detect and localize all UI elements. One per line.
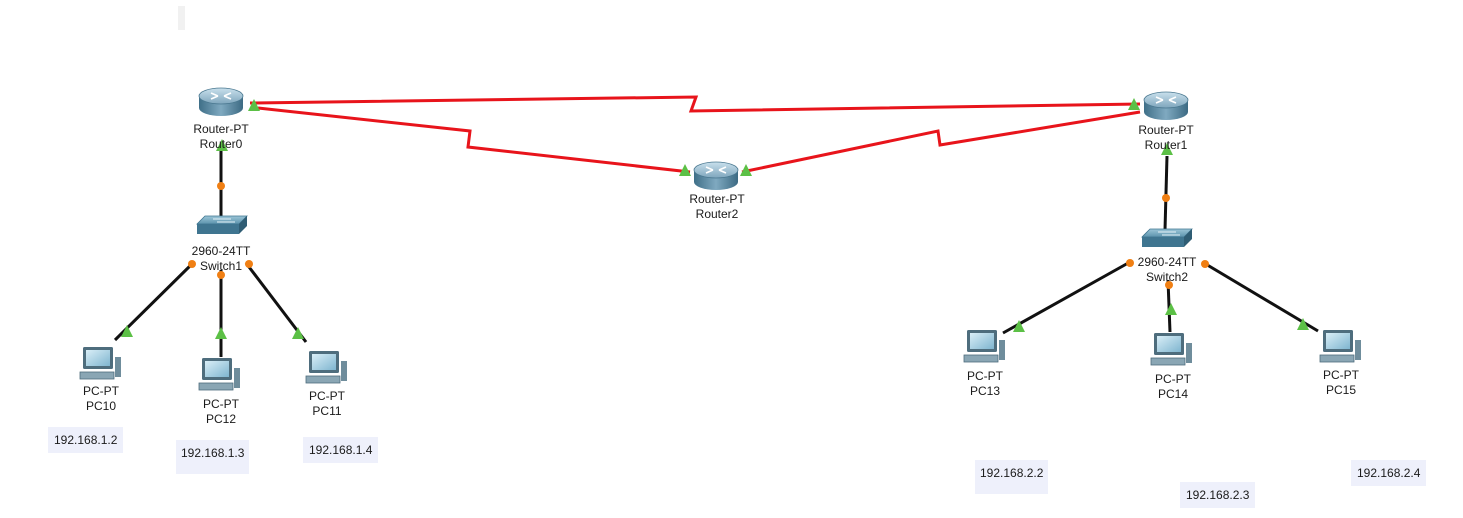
switch1[interactable] — [196, 215, 248, 234]
router-icon — [693, 161, 739, 190]
pc14-label[interactable]: PC-PT PC14 — [1155, 372, 1191, 402]
port-orange-indicator — [1126, 259, 1134, 267]
device-name: PC10 — [85, 399, 117, 413]
note-pc12-ip[interactable]: 192.168.1.3 — [176, 440, 250, 474]
pc13-label[interactable]: PC-PT PC13 — [967, 369, 1003, 399]
port-up-indicator — [740, 164, 752, 176]
router1[interactable] — [1143, 91, 1189, 120]
pc15-label[interactable]: PC-PT PC15 — [1323, 368, 1359, 398]
ethernet-links — [113, 148, 1319, 357]
note-pc11-ip[interactable]: 192.168.1.4 — [303, 437, 379, 463]
port-orange-indicator — [245, 260, 253, 268]
router-icon — [198, 87, 244, 116]
pc-icon — [1150, 333, 1192, 366]
port-up-indicator — [1297, 318, 1309, 330]
device-name: Router2 — [695, 207, 739, 221]
device-name: PC15 — [1325, 383, 1357, 397]
port-orange-indicator — [217, 271, 225, 279]
pc15[interactable] — [1319, 330, 1361, 363]
device-name: PC14 — [1157, 387, 1189, 401]
device-model: Router-PT — [1138, 123, 1194, 137]
port-up-indicator — [216, 139, 228, 151]
pc-icon — [305, 351, 347, 384]
port-orange-indicator — [217, 182, 225, 190]
note-pc15-ip[interactable]: 192.168.2.4 — [1351, 460, 1427, 486]
port-up-indicator — [215, 327, 227, 339]
device-model: PC-PT — [1155, 372, 1191, 386]
port-up-indicator — [292, 327, 304, 339]
device-model: PC-PT — [967, 369, 1003, 383]
device-model: Router-PT — [689, 192, 745, 206]
device-name: Switch2 — [1145, 270, 1189, 284]
router2[interactable] — [693, 161, 739, 190]
pc11[interactable] — [305, 351, 347, 384]
port-orange-indicator — [188, 260, 196, 268]
pc13[interactable] — [963, 330, 1005, 363]
port-up-indicator — [248, 99, 260, 111]
switch2-label[interactable]: 2960-24TT Switch2 — [1138, 255, 1197, 285]
link-router1-switch2[interactable] — [1163, 155, 1169, 231]
device-name: Router0 — [199, 137, 243, 151]
device-model: PC-PT — [83, 384, 119, 398]
note-pc14-ip[interactable]: 192.168.2.3 — [1180, 482, 1256, 508]
link-switch1-pc10[interactable] — [113, 260, 196, 342]
link-switch2-pc13[interactable] — [1002, 260, 1131, 335]
port-orange-indicator — [1162, 194, 1170, 202]
router1-label[interactable]: Router-PT Router1 — [1138, 123, 1193, 153]
pc-icon — [198, 358, 240, 391]
device-name: Router1 — [1144, 138, 1188, 152]
device-name: PC13 — [969, 384, 1001, 398]
port-orange-indicator — [1165, 281, 1173, 289]
serial-link-router0-router2[interactable] — [257, 106, 691, 174]
pc-icon — [1319, 330, 1361, 363]
canvas-caret — [178, 6, 185, 30]
port-up-indicator — [121, 325, 133, 337]
serial-links — [249, 95, 1141, 174]
port-up-indicator — [1161, 143, 1173, 155]
pc10[interactable] — [79, 347, 121, 380]
port-up-indicator — [679, 164, 691, 176]
router0-label[interactable]: Router-PT Router0 — [193, 122, 248, 152]
pc12[interactable] — [198, 358, 240, 391]
pc10-label[interactable]: PC-PT PC10 — [83, 384, 119, 414]
note-pc13-ip[interactable]: 192.168.2.2 — [975, 460, 1049, 494]
device-name: PC11 — [312, 404, 342, 418]
port-up-indicator — [1165, 303, 1177, 315]
port-orange-indicator — [1201, 260, 1209, 268]
device-model: 2960-24TT — [1137, 255, 1197, 269]
device-name: PC12 — [205, 412, 237, 426]
router2-label[interactable]: Router-PT Router2 — [689, 192, 744, 222]
serial-link-router2-router1[interactable] — [741, 110, 1141, 174]
port-up-indicator — [1013, 320, 1025, 332]
router-icon — [1143, 91, 1189, 120]
port-markers — [121, 98, 1309, 339]
pc12-label[interactable]: PC-PT PC12 — [203, 397, 239, 427]
note-pc10-ip[interactable]: 192.168.1.2 — [48, 427, 124, 453]
pc14[interactable] — [1150, 333, 1192, 366]
device-model: PC-PT — [1323, 368, 1359, 382]
link-switch1-pc11[interactable] — [244, 262, 308, 343]
pc-icon — [79, 347, 121, 380]
device-model: PC-PT — [203, 397, 239, 411]
serial-link-router0-router1[interactable] — [249, 95, 1141, 113]
switch2[interactable] — [1141, 228, 1193, 247]
device-model: PC-PT — [309, 389, 345, 403]
pc11-label[interactable]: PC-PT PC11 — [309, 389, 345, 419]
switch-icon — [1141, 228, 1193, 247]
pc-icon — [963, 330, 1005, 363]
switch1-label[interactable]: 2960-24TT Switch1 — [192, 244, 251, 274]
switch-icon — [196, 215, 248, 234]
device-model: 2960-24TT — [191, 244, 251, 258]
port-up-indicator — [1128, 98, 1140, 110]
device-name: Switch1 — [199, 259, 243, 273]
link-switch2-pc15[interactable] — [1203, 261, 1319, 333]
device-model: Router-PT — [193, 122, 249, 136]
router0[interactable] — [198, 87, 244, 116]
